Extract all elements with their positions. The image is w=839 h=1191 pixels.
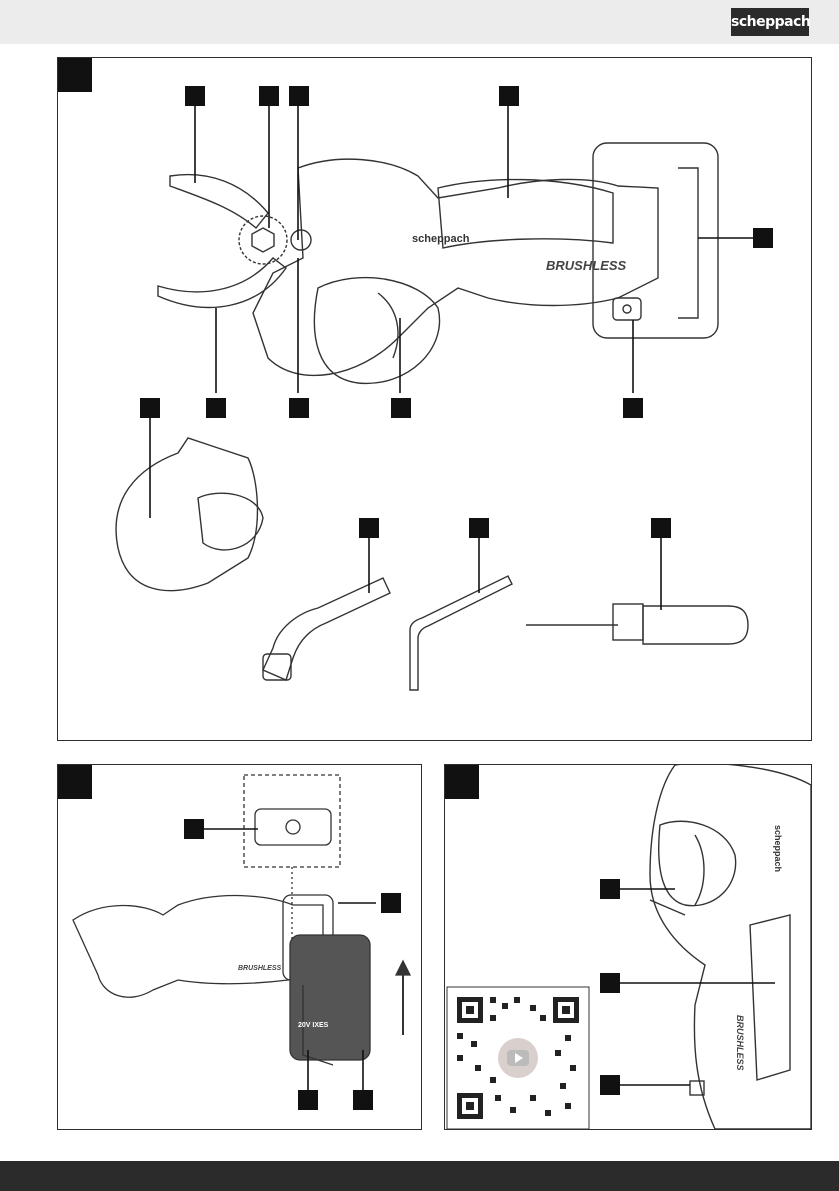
callout-marker	[600, 1075, 620, 1095]
callout-marker	[623, 398, 643, 418]
lower-blade	[158, 258, 286, 307]
callout-marker	[600, 973, 620, 993]
callout-marker	[391, 398, 411, 418]
figure-1-panel: scheppach BRUSHLESS	[57, 57, 812, 741]
callout-marker	[289, 86, 309, 106]
callout-marker	[359, 518, 379, 538]
figure-1-drawing: scheppach BRUSHLESS	[58, 58, 811, 740]
power-button	[613, 298, 641, 320]
callout-marker	[259, 86, 279, 106]
upper-blade	[170, 175, 268, 228]
callout-marker	[185, 86, 205, 106]
callout-marker	[381, 893, 401, 913]
tool-label-text: BRUSHLESS	[735, 1015, 745, 1071]
screwdriver-collar	[613, 604, 643, 640]
figure-2-panel: BRUSHLESS 20V IXES	[57, 764, 422, 1130]
hex-nut	[252, 228, 274, 252]
battery-vents	[678, 168, 698, 318]
callout-marker	[600, 879, 620, 899]
gear-wheel	[239, 216, 287, 264]
hex-key	[410, 576, 512, 690]
callout-marker	[298, 1090, 318, 1110]
trigger-guard	[659, 821, 736, 905]
figure-2-drawing: BRUSHLESS 20V IXES	[58, 765, 421, 1129]
tool-body-outline	[73, 896, 323, 998]
tool-label-text: BRUSHLESS	[546, 258, 627, 273]
power-button-zoomed	[255, 809, 331, 845]
tool-body-outline	[650, 765, 811, 1129]
trigger-guard	[314, 278, 439, 384]
callout-marker	[289, 398, 309, 418]
callout-marker	[206, 398, 226, 418]
callout-marker	[140, 398, 160, 418]
figure-3-panel: scheppach BRUSHLESS	[444, 764, 812, 1130]
callout-marker	[651, 518, 671, 538]
callout-marker	[184, 819, 204, 839]
callout-marker	[469, 518, 489, 538]
callout-marker	[353, 1090, 373, 1110]
figure-3-drawing: scheppach BRUSHLESS	[445, 765, 811, 1129]
battery-housing	[593, 143, 718, 338]
tool-brand-text: scheppach	[773, 825, 783, 872]
trigger	[378, 293, 398, 358]
screwdriver-handle	[643, 606, 748, 644]
battery-pack	[290, 935, 370, 1060]
blade-guard	[116, 438, 257, 591]
tool-brand-text: scheppach	[412, 233, 470, 245]
grip	[750, 915, 790, 1080]
top-header-bar: scheppach	[0, 0, 839, 44]
bottom-footer-bar	[0, 1161, 839, 1191]
callout-marker	[499, 86, 519, 106]
socket-wrench	[263, 578, 390, 680]
scheppach-logo: scheppach	[731, 8, 809, 36]
callout-marker	[753, 228, 773, 248]
battery-label-text: 20V IXES	[298, 1022, 329, 1029]
trigger	[695, 835, 704, 905]
zoom-box	[244, 775, 340, 867]
tool-label-text: BRUSHLESS	[238, 965, 282, 972]
